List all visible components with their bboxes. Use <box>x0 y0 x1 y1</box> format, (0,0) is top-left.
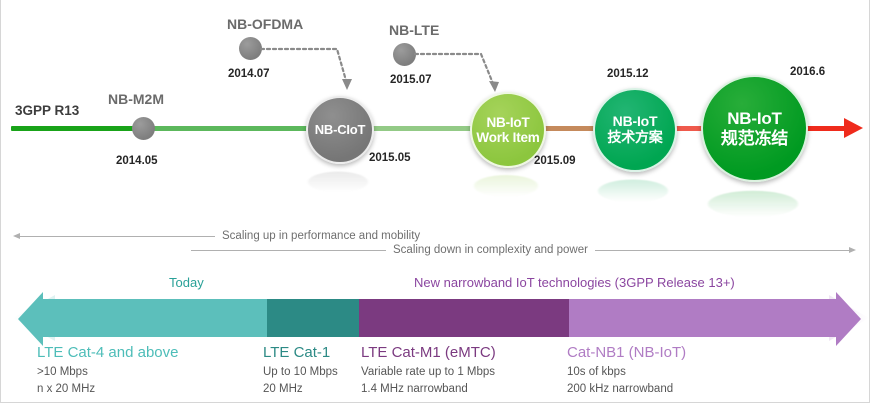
spectrum-sub-lte-cat1: Up to 10 Mbps 20 MHz <box>263 364 338 397</box>
connector-arrow-lte-to-workitem <box>413 52 499 92</box>
reflection-nb-iot-freeze <box>708 190 798 218</box>
milestone-circle-label-nb-ciot: NB-CIoT <box>314 121 366 137</box>
milestone-dot-nb-ofdma[interactable] <box>239 37 262 60</box>
spectrum-sub-lte-cat4: >10 Mbps n x 20 MHz <box>37 364 95 397</box>
spectrum-title-cat-nb1: Cat-NB1 (NB-IoT) <box>567 344 687 361</box>
spectrum-sub-cat-nb1: 10s of kbps 200 kHz narrowband <box>567 364 673 397</box>
reflection-nb-iot-tech <box>598 179 668 203</box>
arrowhead-right-icon <box>849 247 856 253</box>
milestone-date-nb-ofdma: 2014.07 <box>228 68 270 80</box>
scaling-up-arrow-row: Scaling up in performance and mobility <box>13 229 420 243</box>
scaling-up-label: Scaling up in performance and mobility <box>222 230 421 242</box>
spectrum-sub-line2: 1.4 MHz narrowband <box>361 382 468 395</box>
milestone-date-nb-m2m: 2014.05 <box>116 155 158 167</box>
milestone-date-nb-ciot: 2015.05 <box>369 152 411 164</box>
axis-label-3gpp-r13: 3GPP R13 <box>15 103 80 118</box>
reflection-nb-ciot <box>308 171 368 193</box>
timeline-segment-3 <box>367 126 473 131</box>
milestone-circle-label-line2: Work Item <box>476 130 540 145</box>
scaling-down-arrow-row: Scaling down in complexity and power <box>191 243 856 257</box>
spectrum-header-today: Today <box>169 275 204 290</box>
reflection-nb-iot-work-item <box>474 175 538 197</box>
spectrum-segment-lte-cat1[interactable] <box>267 299 359 337</box>
timeline-segment-4 <box>539 126 595 131</box>
spectrum-header-new-narrowband: New narrowband IoT technologies (3GPP Re… <box>414 275 735 290</box>
spectrum-segment-lte-cat-m1[interactable] <box>359 299 569 337</box>
milestone-title-nb-lte: NB-LTE <box>389 22 440 38</box>
timeline-segment-2 <box>153 126 308 131</box>
bar-left-arrowhead <box>18 292 43 346</box>
spectrum-sub-line2: n x 20 MHz <box>37 382 96 395</box>
spectrum-segment-cat-nb1[interactable] <box>569 299 836 337</box>
timeline-end-arrowhead <box>844 118 863 138</box>
milestone-title-nb-m2m: NB-M2M <box>108 91 164 107</box>
milestone-date-nb-iot-work-item: 2015.09 <box>534 155 576 167</box>
milestone-circle-label-line1: NB-IoT <box>612 113 658 130</box>
milestone-title-nb-ofdma: NB-OFDMA <box>227 16 304 32</box>
timeline-segment-1 <box>11 126 141 131</box>
milestone-dot-nb-m2m[interactable] <box>132 117 155 140</box>
milestone-dot-nb-lte[interactable] <box>393 43 416 66</box>
milestone-date-nb-iot-tech: 2015.12 <box>607 68 649 80</box>
scaling-down-label: Scaling down in complexity and power <box>393 244 588 256</box>
spectrum-title-lte-cat-m1: LTE Cat-M1 (eMTC) <box>361 344 496 361</box>
spectrum-sub-line2: 200 kHz narrowband <box>567 382 674 395</box>
spectrum-sub-line1: Variable rate up to 1 Mbps <box>361 366 496 378</box>
milestone-circle-nb-iot-tech[interactable]: NB-IoT 技术方案 <box>593 88 677 172</box>
spectrum-segment-lte-cat4[interactable] <box>43 299 267 337</box>
milestone-circle-nb-ciot[interactable]: NB-CIoT <box>306 96 374 164</box>
bar-right-arrowhead <box>836 292 861 346</box>
timeline-segment-5 <box>672 126 705 131</box>
milestone-circle-nb-iot-freeze[interactable]: NB-IoT 规范冻结 <box>701 75 808 182</box>
spectrum-sub-line1: 10s of kbps <box>567 366 626 378</box>
milestone-circle-label-line1: NB-IoT <box>486 114 530 130</box>
milestone-circle-label-line2: 规范冻结 <box>720 128 789 148</box>
spectrum-sub-lte-cat-m1: Variable rate up to 1 Mbps 1.4 MHz narro… <box>361 364 495 397</box>
arrowhead-left-icon <box>13 233 20 239</box>
milestone-circle-nb-iot-work-item[interactable]: NB-IoT Work Item <box>470 92 546 168</box>
milestone-circle-label-line2: 技术方案 <box>607 129 663 145</box>
spectrum-sub-line2: 20 MHz <box>263 382 303 395</box>
spectrum-title-lte-cat4: LTE Cat-4 and above <box>37 344 179 361</box>
connector-arrow-ofdma-to-ciot <box>259 47 352 90</box>
milestone-circle-label-line1: NB-IoT <box>727 109 782 129</box>
milestone-date-nb-iot-freeze: 2016.6 <box>790 66 826 78</box>
timeline-end-arrow <box>800 126 848 131</box>
spectrum-sub-line1: Up to 10 Mbps <box>263 366 338 378</box>
spectrum-sub-line1: >10 Mbps <box>37 366 88 378</box>
spectrum-title-lte-cat1: LTE Cat-1 <box>263 344 331 361</box>
milestone-date-nb-lte: 2015.07 <box>390 74 432 86</box>
